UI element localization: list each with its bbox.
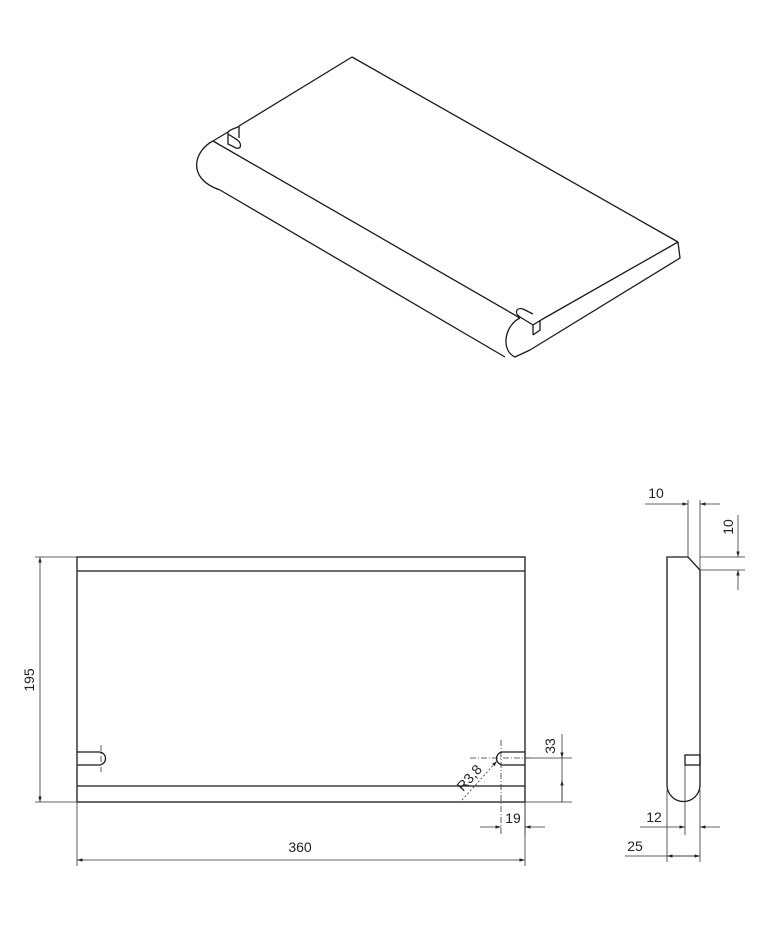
dim-thickness: 25 (627, 838, 643, 854)
dim-chamfer-h: 10 (648, 485, 664, 501)
dim-slot-width: 12 (646, 809, 662, 825)
dim-radius: R3,8 (453, 761, 485, 794)
dim-chamfer-v: 10 (720, 519, 736, 535)
isometric-view (195, 56, 681, 358)
side-view: 10 10 12 25 (625, 485, 745, 862)
dim-slot-offset: 33 (542, 738, 558, 754)
dim-width: 360 (288, 839, 312, 855)
dim-slot-depth: 19 (505, 810, 521, 826)
front-view: 195 360 33 19 R3,8 (21, 556, 572, 866)
dim-height: 195 (21, 668, 37, 692)
